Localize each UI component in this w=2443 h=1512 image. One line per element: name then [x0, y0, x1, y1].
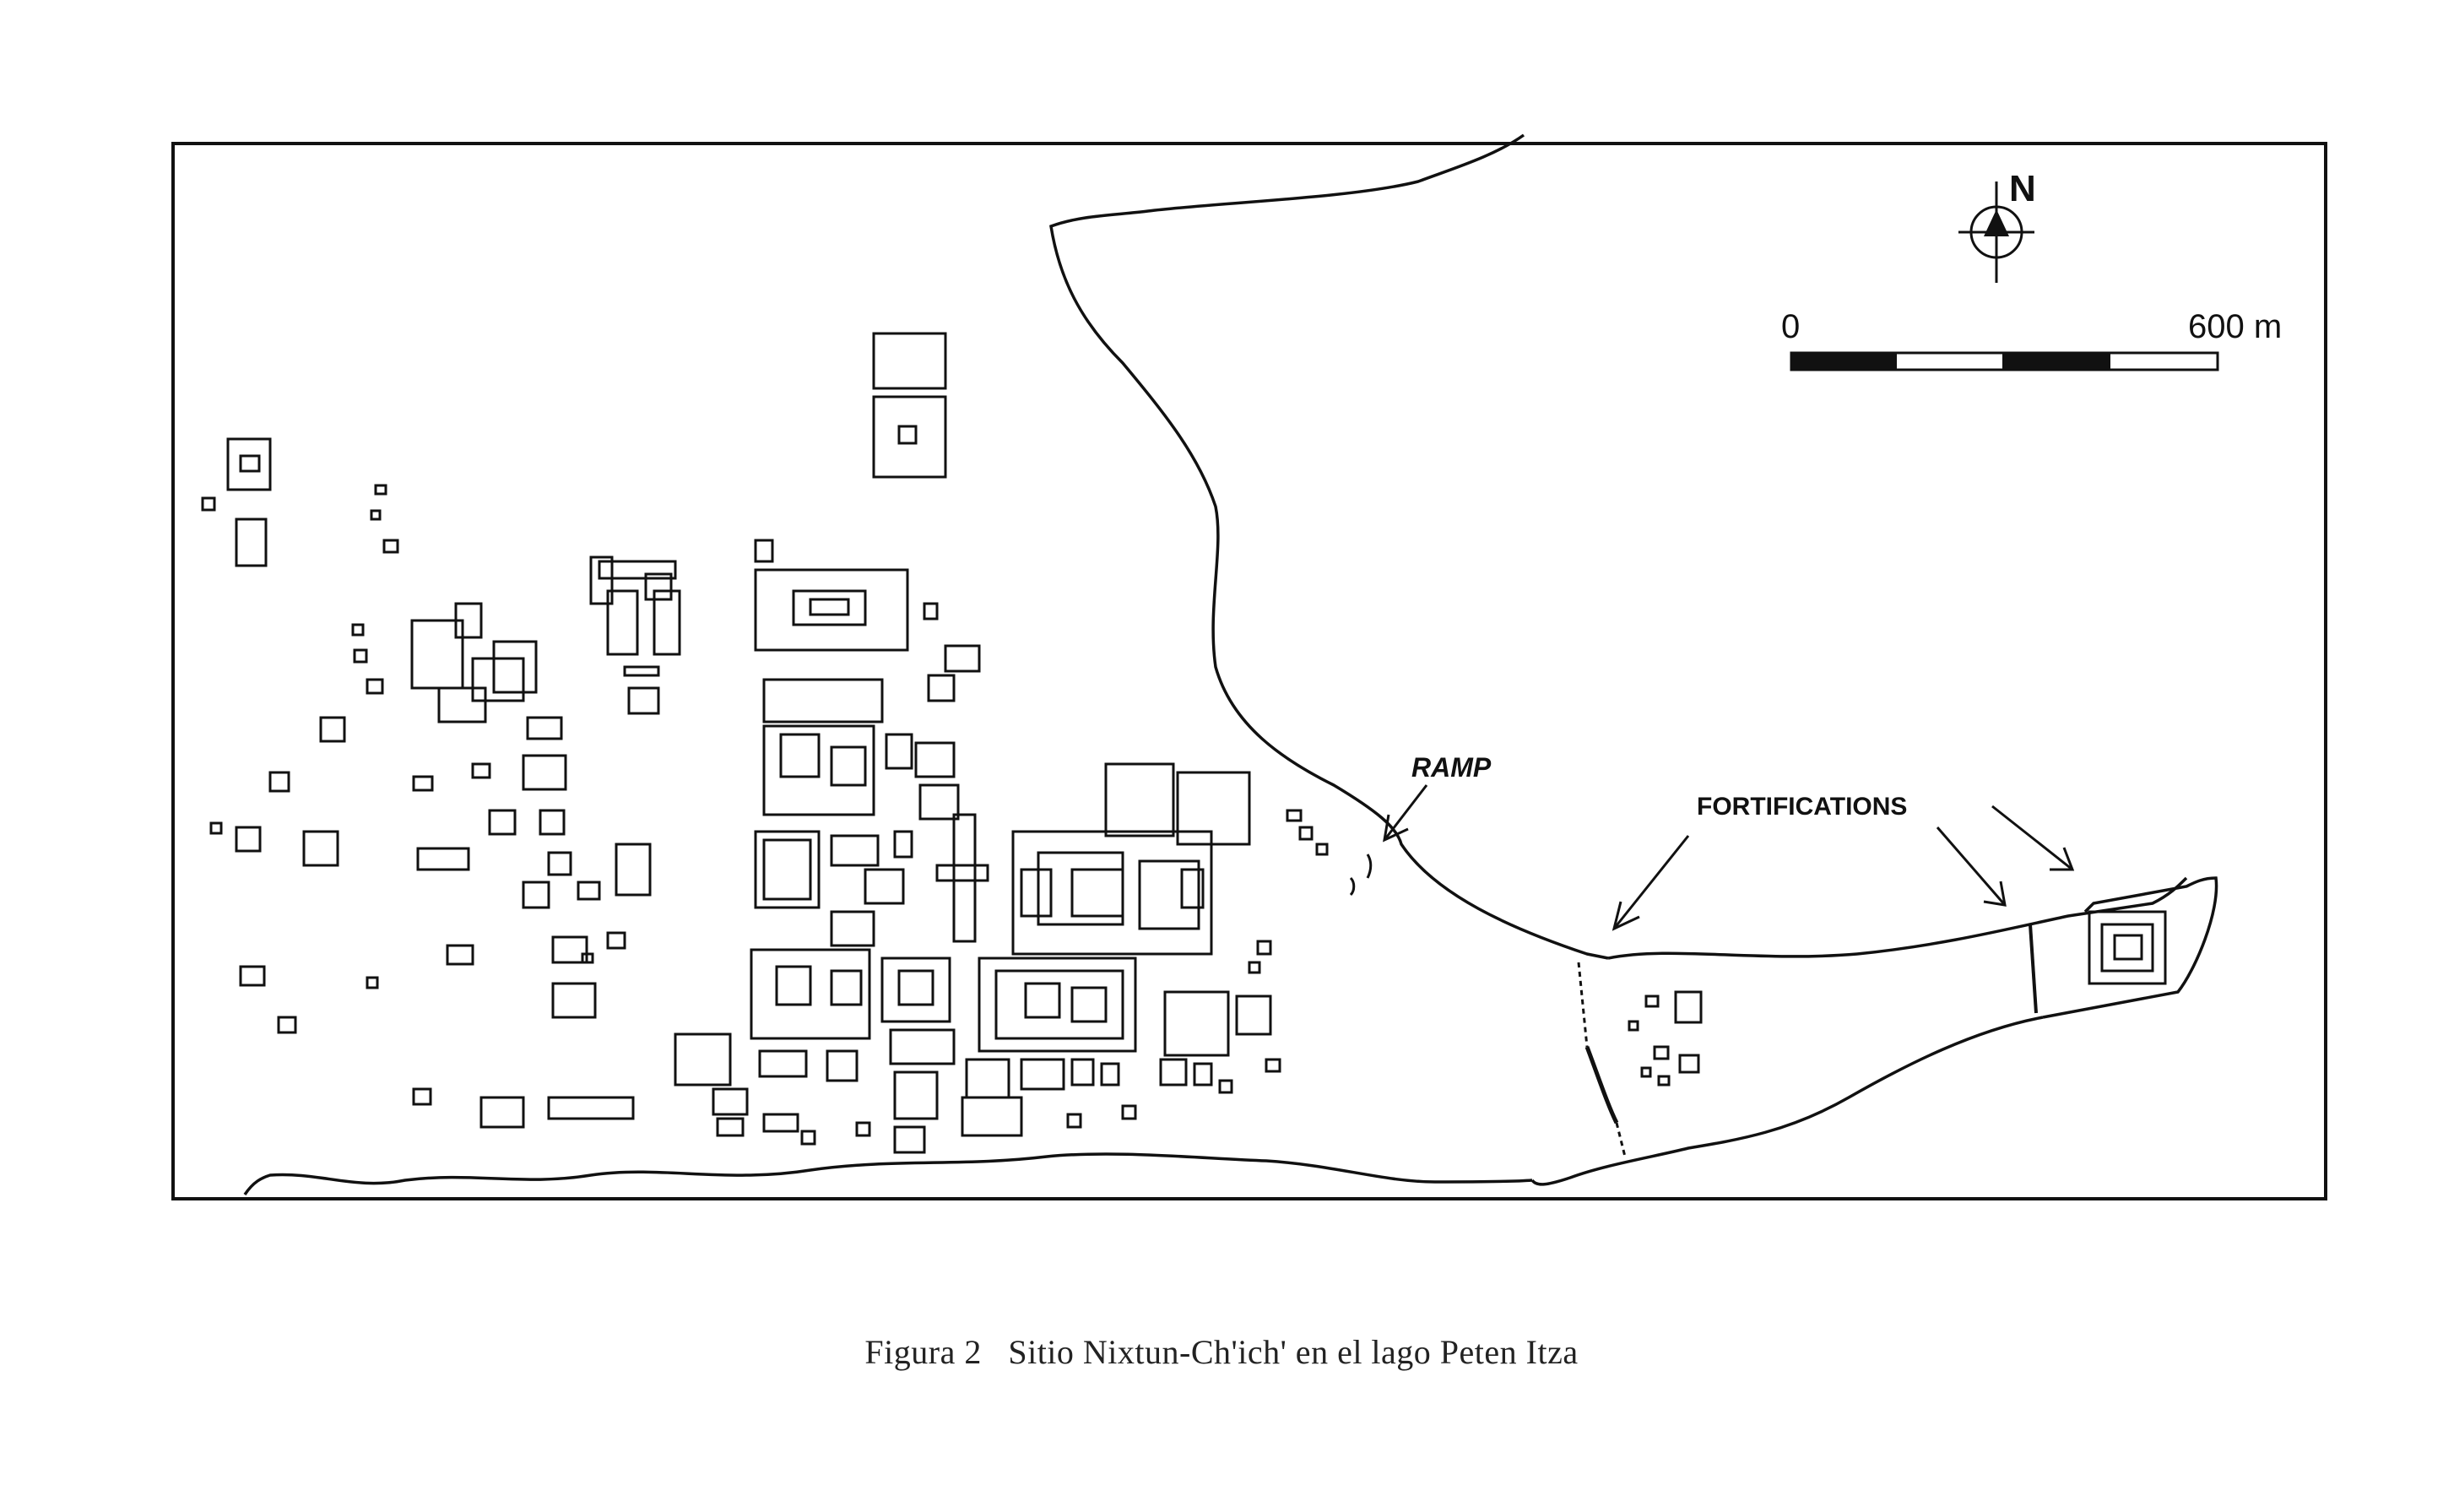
north-arrow-icon [1958, 182, 2034, 283]
fortification-wall-west-lower [1615, 1122, 1627, 1157]
fortification-arrows [1612, 805, 2075, 931]
fortification-wall-west-solid [1584, 1046, 1619, 1125]
north-label: N [2009, 168, 2036, 209]
figure-caption-text: Sitio Nixtun-Ch'ich' en el lago Peten It… [1008, 1333, 1579, 1371]
peninsula-structures [1628, 990, 1703, 1087]
peninsula-tip [2042, 876, 2218, 1019]
figure-caption: Figura 2 Sitio Nixtun-Ch'ich' en el lago… [0, 1332, 2443, 1372]
peninsula-tip-structure [2088, 910, 2167, 985]
ramp-arrow [1383, 784, 1428, 843]
scale-bar [1790, 351, 2219, 371]
map-border [171, 142, 2327, 1200]
fortification-wall-east [2029, 924, 2038, 1014]
site-map: RAMP FORTIFICATIONS N 0 600 m [171, 133, 2327, 1200]
fortification-wall-west [1577, 962, 1589, 1048]
site-map-svg: RAMP FORTIFICATIONS N 0 600 m [171, 133, 2327, 1200]
figure-number: Figura 2 [864, 1333, 982, 1371]
ramp-feature [1349, 854, 1373, 897]
lake-shoreline-south [243, 1152, 1533, 1195]
settlement-structures [201, 332, 1329, 1154]
fortifications-label: FORTIFICATIONS [1697, 793, 1907, 821]
peninsula-north-edge [1607, 876, 2188, 960]
ramp-label: RAMP [1411, 752, 1492, 783]
peninsula-south-edge [1530, 1016, 2044, 1186]
scale-end-label: 600 m [2188, 308, 2282, 345]
scale-start-label: 0 [1781, 308, 1800, 345]
